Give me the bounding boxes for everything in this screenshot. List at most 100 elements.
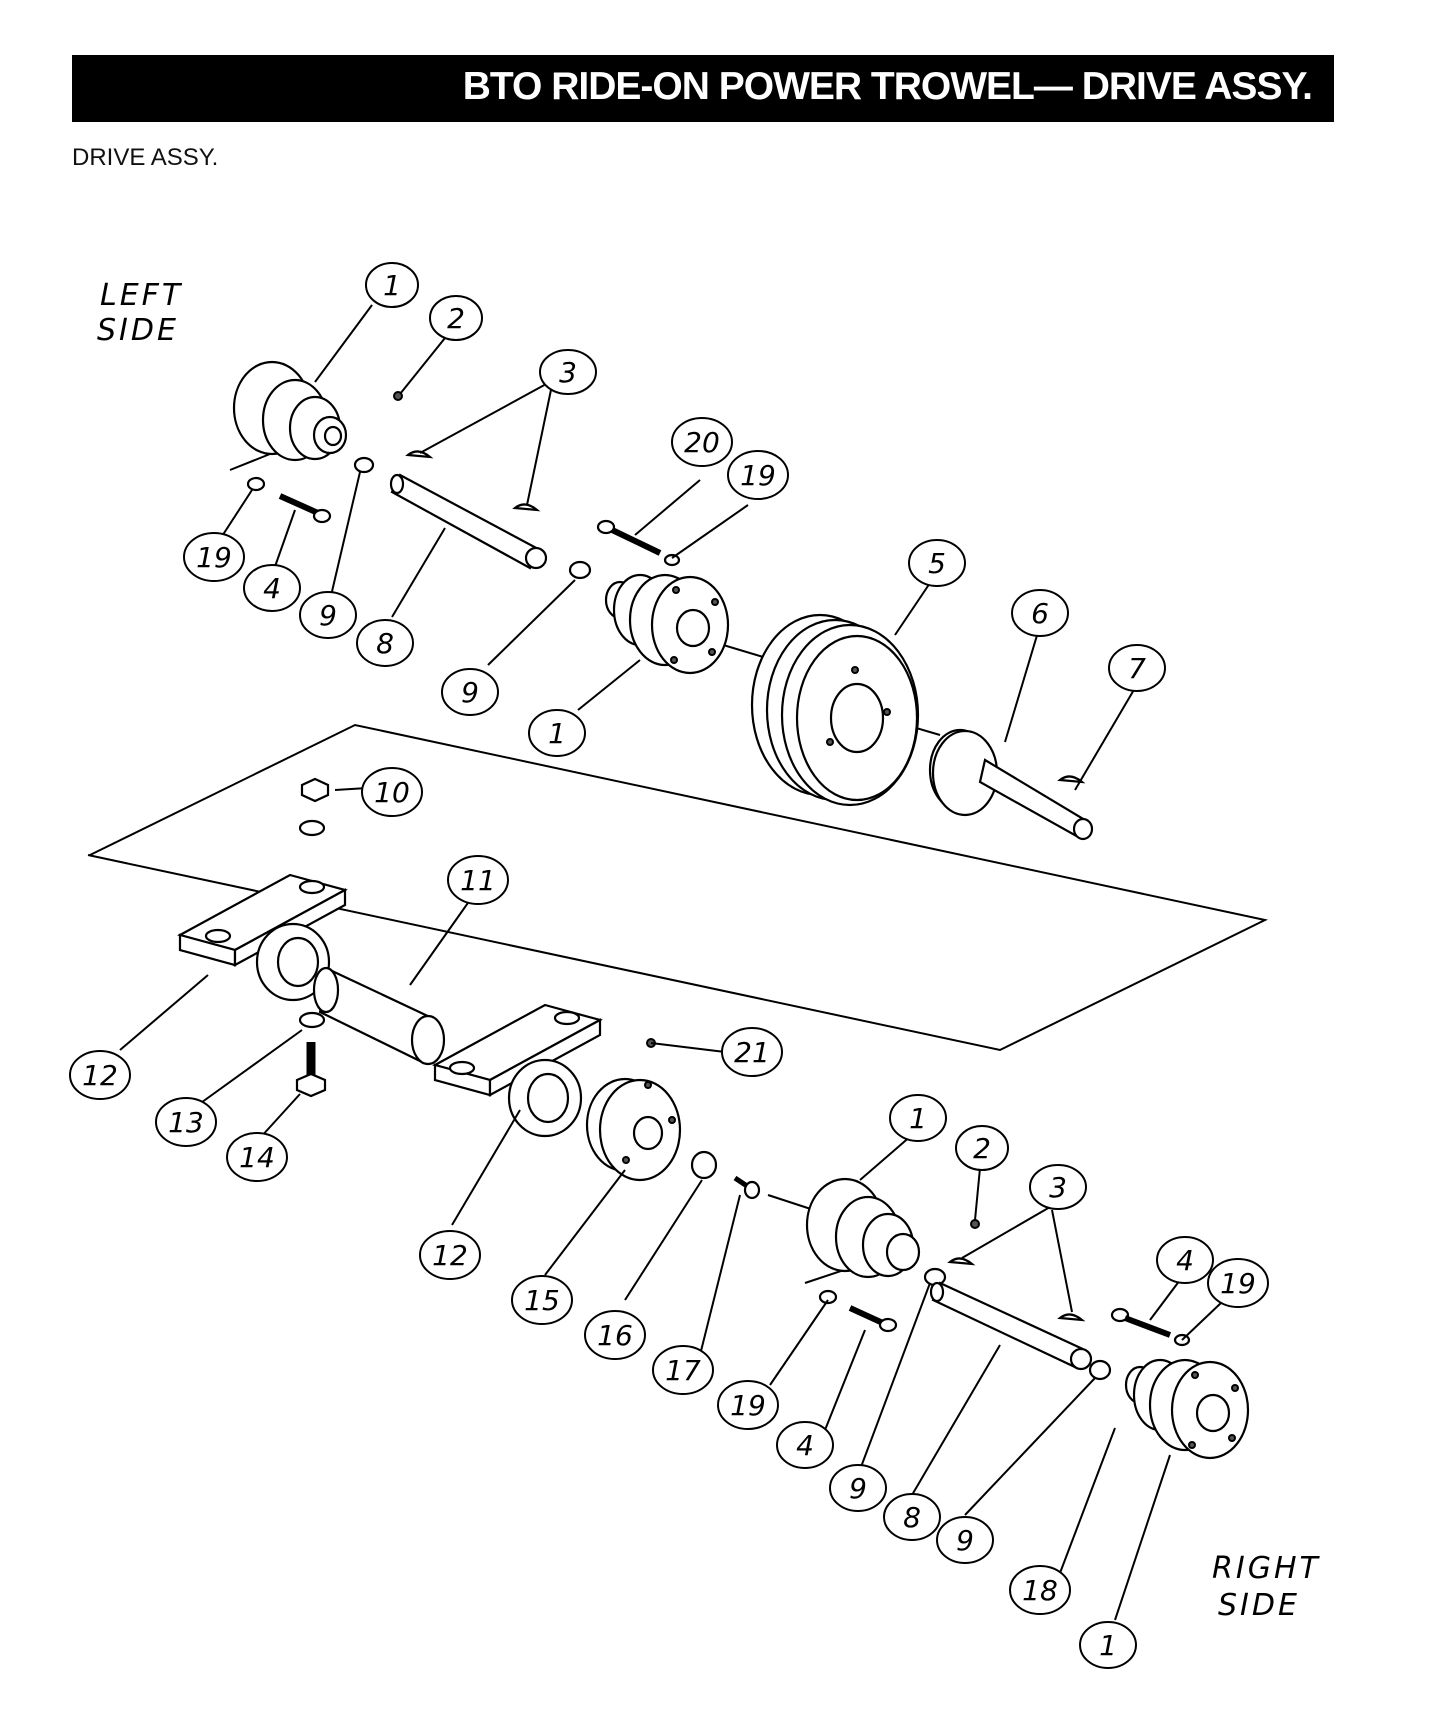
washer-19 (663, 553, 681, 567)
callout-number: 5 (928, 547, 946, 580)
key-3b (1057, 1313, 1086, 1322)
bolt-4 (848, 1305, 898, 1333)
callout-number: 9 (849, 1472, 867, 1505)
lower-coupling-right (1124, 1358, 1250, 1460)
callout-number: 7 (1128, 652, 1146, 685)
snap-ring-4 (1088, 1359, 1112, 1381)
right-side-label-line2: SIDE (1218, 1588, 1300, 1623)
callout-number: 3 (559, 356, 577, 389)
bolt-14 (295, 1042, 327, 1098)
callout-8-upper: 8 (356, 619, 414, 667)
callout-number: 1 (548, 717, 566, 750)
bolt-20 (596, 519, 662, 556)
callout-4-lower-left: 4 (776, 1421, 834, 1469)
callout-number: 12 (432, 1239, 468, 1272)
callout-number: 8 (376, 627, 394, 660)
callout-8-lower: 8 (883, 1493, 941, 1541)
callout-number: 21 (734, 1036, 770, 1069)
callout-7: 7 (1108, 644, 1166, 692)
nut (300, 777, 330, 803)
callout-number: 3 (1049, 1171, 1067, 1204)
callout-number: 9 (956, 1524, 974, 1557)
callout-9-lower-b: 9 (936, 1516, 994, 1564)
callout-number: 20 (684, 426, 720, 459)
washer (298, 819, 326, 837)
callout-number: 2 (973, 1132, 991, 1165)
callout-number: 2 (447, 302, 465, 335)
callout-14: 14 (226, 1132, 288, 1182)
callout-5: 5 (908, 539, 966, 587)
callout-18: 18 (1009, 1565, 1071, 1615)
callout-number: 1 (383, 269, 401, 302)
callout-number: 15 (524, 1284, 560, 1317)
page-title: BTO RIDE-ON POWER TROWEL— DRIVE ASSY. (462, 65, 1313, 108)
callout-number: 16 (597, 1319, 633, 1352)
key-7 (1057, 775, 1086, 784)
callout-number: 6 (1031, 597, 1049, 630)
hub-15 (585, 1077, 682, 1182)
callout-number: 18 (1022, 1574, 1058, 1607)
callout-10: 10 (361, 767, 423, 817)
callout-6: 6 (1011, 589, 1069, 637)
callout-2-lower: 2 (955, 1125, 1009, 1171)
callout-19-lower-right: 19 (1207, 1258, 1269, 1308)
bolt (278, 493, 332, 524)
callout-number: 4 (1176, 1244, 1194, 1277)
callout-11: 11 (447, 855, 509, 905)
callout-number: 9 (461, 676, 479, 709)
left-side-label-line2: SIDE (97, 313, 179, 348)
callout-1-upper-right: 1 (528, 709, 586, 757)
woodruff-key (405, 450, 434, 459)
callout-number: 14 (239, 1141, 275, 1174)
pillow-block-left (177, 873, 348, 1002)
callout-number: 1 (1099, 1629, 1117, 1662)
callout-number: 8 (903, 1501, 921, 1534)
left-coupling (232, 360, 348, 462)
callout-4-lower-right: 4 (1156, 1236, 1214, 1284)
callout-number: 9 (319, 599, 337, 632)
callout-19-upper-left: 19 (183, 532, 245, 582)
set-screw-2 (970, 1219, 980, 1229)
callout-number: 19 (1220, 1267, 1256, 1300)
callout-3-lower: 3 (1029, 1164, 1087, 1210)
section-subtitle: DRIVE ASSY. (72, 144, 219, 171)
callout-1-lower-left: 1 (889, 1094, 947, 1142)
callout-17: 17 (652, 1345, 714, 1395)
lower-shaft (929, 1281, 1093, 1371)
pillow-block-right (432, 1003, 603, 1138)
callout-number: 1 (909, 1102, 927, 1135)
callout-9-upper-a: 9 (299, 591, 357, 639)
callout-21: 21 (721, 1027, 783, 1077)
callout-3-upper: 3 (539, 349, 597, 395)
lower-coupling-left (805, 1177, 921, 1279)
pulley (750, 613, 920, 807)
callout-number: 4 (263, 572, 281, 605)
upper-coupling-right (604, 573, 730, 675)
left-side-ref-line (229, 451, 276, 471)
callout-number: 11 (460, 864, 496, 897)
callout-2-upper: 2 (429, 295, 483, 341)
washer-13 (298, 1011, 326, 1029)
left-side-label-line1: LEFT (100, 278, 183, 313)
right-side-label-line1: RIGHT (1212, 1551, 1321, 1586)
lock-washer (246, 476, 266, 492)
callout-number: 19 (196, 541, 232, 574)
washer-16 (690, 1150, 718, 1180)
woodruff-key-2 (512, 503, 541, 512)
callout-number: 17 (665, 1354, 701, 1387)
frame-outline (87, 723, 1269, 1052)
callout-number: 13 (168, 1106, 204, 1139)
screw-17 (733, 1175, 761, 1200)
callout-20: 20 (671, 417, 733, 467)
callout-1-lower-right: 1 (1079, 1621, 1137, 1669)
callout-15: 15 (511, 1275, 573, 1325)
callout-4-upper: 4 (243, 564, 301, 612)
callout-13: 13 (155, 1097, 217, 1147)
callout-12-left: 12 (69, 1050, 131, 1100)
spacer-sleeve (312, 966, 446, 1066)
title-bar: BTO RIDE-ON POWER TROWEL— DRIVE ASSY. (72, 55, 1334, 122)
callout-number: 19 (740, 459, 776, 492)
callout-19-lower-left: 19 (717, 1380, 779, 1430)
leader-lines (119, 304, 1223, 1621)
